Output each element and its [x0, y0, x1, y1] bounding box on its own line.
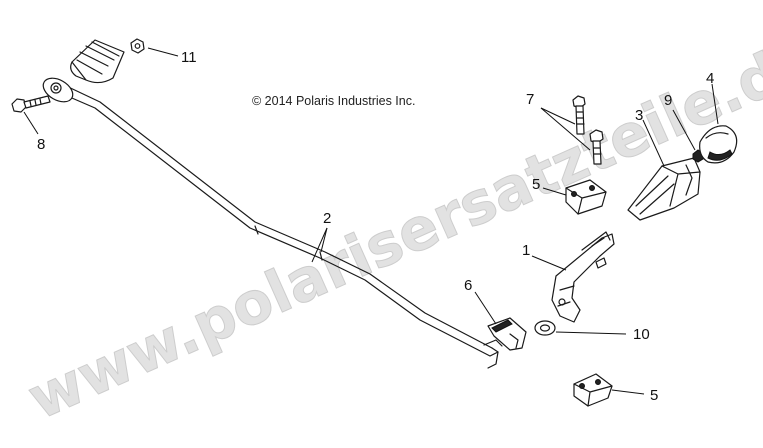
- watermark-text: www.polarisersatzteile.de: [18, 23, 763, 433]
- callout-5-lower: 5: [650, 387, 658, 404]
- shift-rod-part-2: [42, 77, 503, 369]
- knob-cap-part-4: [699, 125, 738, 164]
- leader-line-11: [147, 47, 179, 57]
- leader-line-10: [555, 331, 627, 335]
- leader-line-1: [531, 255, 567, 271]
- leader-line-6: [474, 291, 497, 325]
- callout-2: 2: [323, 210, 331, 227]
- callout-3: 3: [635, 107, 643, 124]
- nut-part-11: [130, 38, 145, 54]
- bolt-part-7a: [572, 95, 586, 135]
- callout-9: 9: [664, 92, 672, 109]
- leader-line-5a: [542, 187, 567, 196]
- washer-part-10: [534, 320, 556, 336]
- callout-11: 11: [181, 49, 197, 66]
- rubber-boot: [70, 39, 125, 84]
- pivot-block-part-5-lower: [573, 373, 613, 407]
- leader-line-5b: [611, 389, 645, 395]
- leader-line-9: [672, 109, 696, 151]
- clip-part-6: [487, 317, 527, 351]
- callout-1: 1: [522, 242, 530, 259]
- leader-line-2a: [320, 227, 328, 253]
- callout-6: 6: [464, 277, 472, 294]
- leader-line-3: [642, 119, 665, 167]
- leader-line-7b: [540, 107, 591, 151]
- leader-line-7a: [540, 107, 576, 125]
- callout-5-upper: 5: [532, 176, 540, 193]
- copyright-text: © 2014 Polaris Industries Inc.: [252, 94, 415, 108]
- bolt-part-7b: [589, 129, 604, 165]
- callout-8: 8: [37, 136, 45, 153]
- leader-line-4: [711, 83, 719, 125]
- leader-line-8: [23, 111, 39, 135]
- leader-line-2b: [311, 227, 328, 263]
- shift-handle-part-3: [627, 157, 701, 221]
- shift-lever-part-1: [551, 231, 615, 323]
- bolt-part-8: [11, 95, 51, 113]
- pivot-block-part-5-upper: [565, 179, 607, 215]
- callout-4: 4: [706, 70, 714, 87]
- callout-7: 7: [526, 91, 534, 108]
- callout-10: 10: [633, 326, 650, 343]
